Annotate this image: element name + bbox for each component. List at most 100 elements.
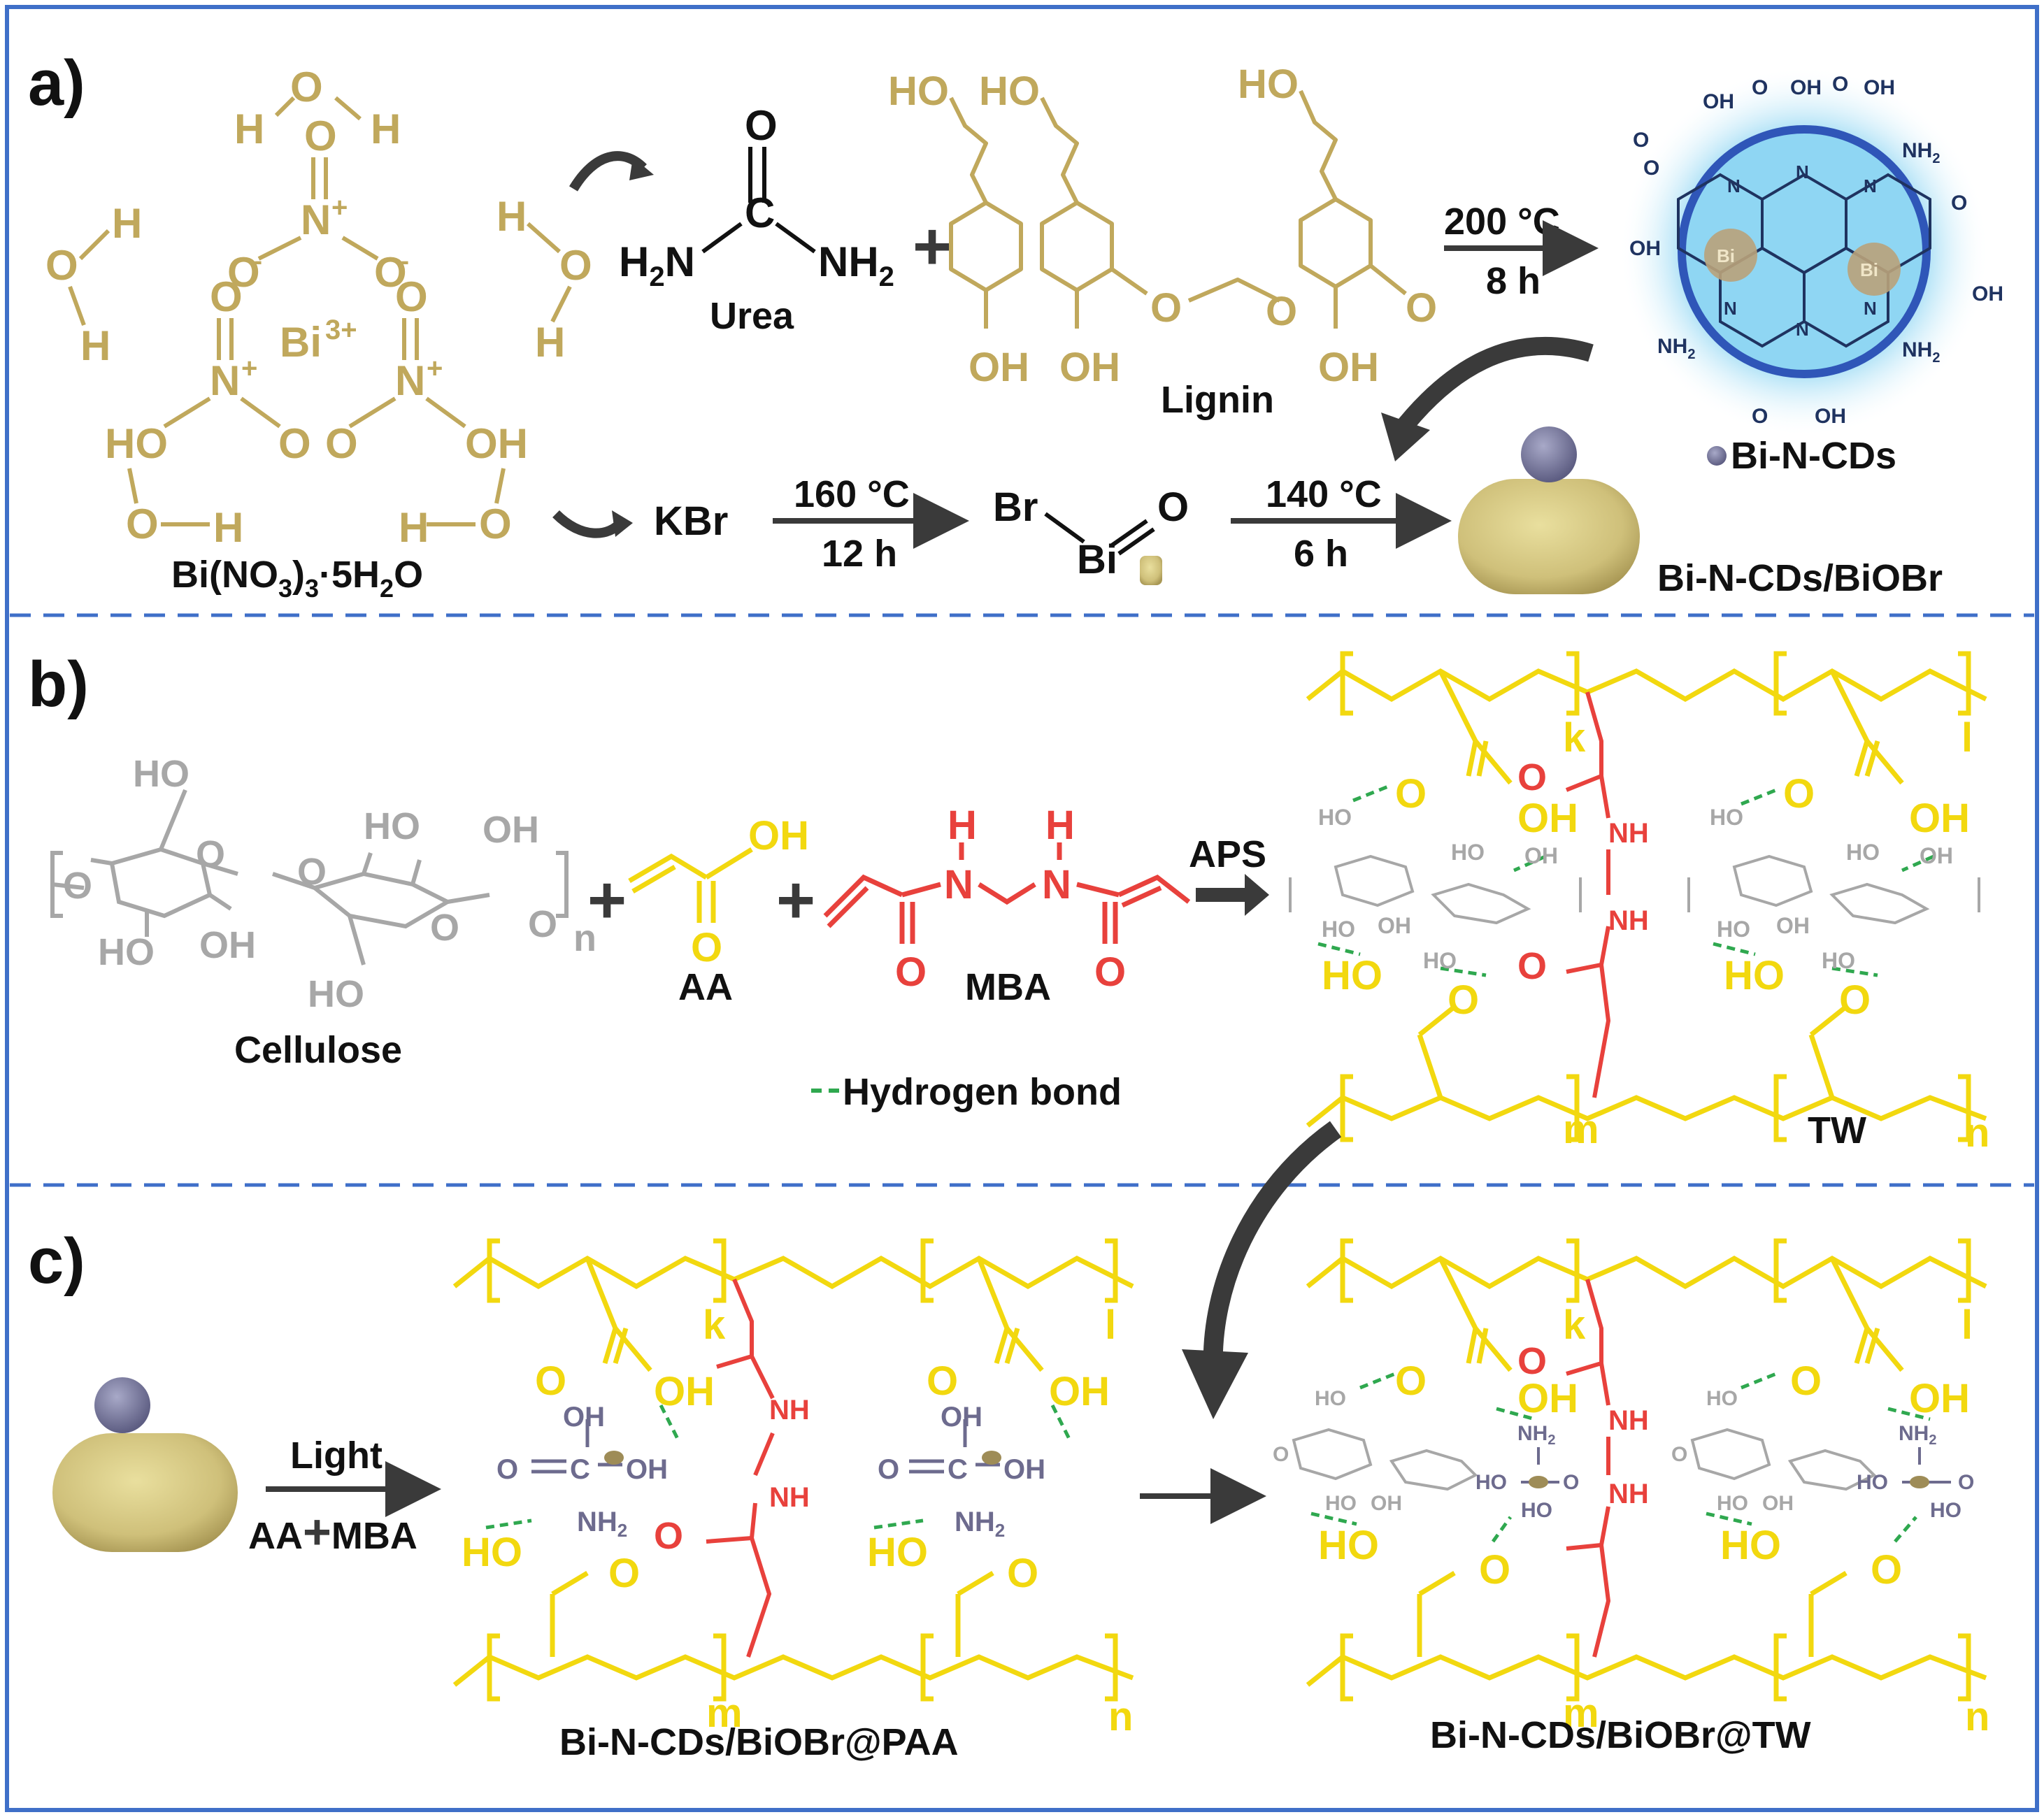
nitrate-left-ho: HO (105, 420, 168, 467)
lignin-o-1: O (1150, 285, 1182, 331)
paa-o-2: O (927, 1358, 958, 1404)
water-top-h1: H (234, 106, 264, 152)
bi3-charge: 3+ (325, 315, 357, 345)
mba-n2: N (1042, 862, 1071, 907)
paa-o-4: O (1007, 1551, 1038, 1596)
tw-cell2-ho-top: HO (1710, 805, 1743, 830)
lignin-structure: HO HO HO O O O (888, 62, 1437, 421)
cellulose-oh-bm: OH (199, 924, 256, 966)
paa-cd-marker-1 (604, 1451, 624, 1465)
twc-sub-k: k (1563, 1302, 1586, 1348)
cellulose-o-right: O (528, 903, 557, 945)
twc-ho-2: HO (1720, 1523, 1781, 1568)
twc-nh-1: NH (1608, 1405, 1649, 1436)
tw-oh-1: OH (1517, 796, 1578, 841)
cd-group-oh-4: OH (1972, 282, 2003, 306)
paa-cd1-oh-top: OH (563, 1402, 605, 1432)
tw-o-2: O (1783, 771, 1815, 817)
mba-structure: H H N N O O MBA (823, 803, 1191, 1008)
paa-nh-2: NH (769, 1482, 810, 1513)
paa-cd1-oh-right: OH (626, 1454, 668, 1485)
biobr-structure: Br Bi O (993, 484, 1189, 585)
mba-h2: H (1045, 803, 1075, 848)
water-right-o: O (559, 242, 592, 289)
cd-group-o-2: O (1643, 157, 1659, 180)
aps-arrow (1196, 874, 1269, 916)
nitrate-left-n: N (210, 357, 240, 404)
paa-cd2-c: C (948, 1454, 968, 1485)
cd-n-6: N (1796, 319, 1809, 340)
step-160-time: 12 h (822, 533, 897, 575)
water-right-h1: H (496, 193, 527, 240)
paa-cd2-nh2: NH2 (955, 1507, 1005, 1541)
urea-structure: O C H2N NH2 Urea (619, 102, 894, 337)
paa-o-1: O (535, 1358, 566, 1404)
cd-group-nh2-3: NH2 (1902, 338, 1940, 366)
tw-composite-label: Bi-N-CDs/BiOBr@TW (1430, 1714, 1811, 1756)
twc-cd2-nh2: NH2 (1899, 1422, 1936, 1448)
mba-label: MBA (965, 966, 1051, 1008)
lignin-ho-1: HO (888, 69, 949, 114)
cd-group-o-3: O (1951, 192, 1967, 215)
paa-red-o: O (654, 1515, 683, 1557)
twc-o-3: O (1479, 1547, 1510, 1593)
paa-cd-marker-2 (982, 1451, 1001, 1465)
paa-label: Bi-N-CDs/BiOBr@PAA (559, 1721, 959, 1763)
urea-h2n: H2N (619, 238, 695, 292)
twc-cell2-ho-b: HO (1717, 1492, 1748, 1515)
nitrate-right-charge: + (427, 353, 443, 384)
paa-cd1-c: C (570, 1454, 590, 1485)
twc-red-o-top: O (1517, 1340, 1547, 1382)
nitrate-top-o-right: O (374, 249, 407, 296)
panel-b-label: b) (28, 649, 89, 720)
urea-nh2: NH2 (818, 238, 894, 292)
twc-cell2-o: O (1671, 1443, 1687, 1466)
cd-group-o-4: O (1752, 405, 1768, 428)
biobr-br: Br (993, 484, 1038, 530)
curved-arrow-b-to-c (1203, 1121, 1342, 1371)
tw-cd-marker-2 (1910, 1476, 1929, 1488)
twc-cd1-nh2: NH2 (1517, 1422, 1555, 1448)
lignin-ho-2: HO (979, 69, 1040, 114)
tw-sub-l: l (1961, 715, 1973, 761)
panel-a: a) O H H O N + O - O - H O H (28, 48, 2003, 603)
nitrate-top-charge: + (331, 192, 348, 223)
curved-arrow-cd-to-composite (1391, 336, 1594, 439)
mba-o1: O (895, 949, 927, 995)
tw-label: TW (1808, 1109, 1866, 1151)
tw-ho-2: HO (1724, 953, 1785, 998)
plus-cellulose-aa: + (587, 863, 627, 938)
aps-label: APS (1189, 833, 1266, 875)
step-200-temp: 200 °C (1444, 201, 1560, 243)
cd-bi-left-text: Bi (1717, 245, 1735, 266)
paa-sub-m: m (706, 1690, 743, 1736)
aa-mba-label: AA+MBA (248, 1504, 417, 1559)
cd-n-4: N (1724, 298, 1737, 319)
twc-cell2-oh-b: OH (1762, 1492, 1794, 1515)
step-140-time: 6 h (1294, 533, 1348, 575)
tw-cd-marker-1 (1529, 1476, 1548, 1488)
twc-cd2-ho: HO (1857, 1471, 1888, 1494)
tw-cell1-ho-top: HO (1318, 805, 1352, 830)
nitrate-right-n: N (395, 357, 425, 404)
cd-group-nh2-2: NH2 (1657, 335, 1695, 362)
kbr-label: KBr (654, 498, 728, 544)
bi-nitrate-caption: Bi(NO3)3·5H2O (171, 554, 423, 603)
aa-structure: OH O AA (628, 813, 809, 1008)
panel-c-label: c) (28, 1226, 85, 1297)
biobr-bi: Bi (1077, 537, 1117, 582)
paa-cd1-o: O (496, 1454, 518, 1485)
paa-cd2-o: O (878, 1454, 899, 1485)
twc-cell1-ho-b: HO (1325, 1492, 1357, 1515)
nitrate-top-o-left: O (227, 249, 260, 296)
tw-o-4: O (1839, 977, 1871, 1023)
paa-ho-2: HO (867, 1530, 928, 1575)
paa-cd2-oh-top: OH (941, 1402, 982, 1432)
cd-group-oh-6: OH (1864, 76, 1895, 99)
water-bl-o: O (126, 501, 159, 547)
paa-ho-1: HO (462, 1530, 522, 1575)
water-bl-h: H (213, 504, 243, 551)
nitrate-top-n: N (301, 196, 331, 243)
urea-label: Urea (710, 295, 794, 337)
paa-o-3: O (608, 1551, 640, 1596)
